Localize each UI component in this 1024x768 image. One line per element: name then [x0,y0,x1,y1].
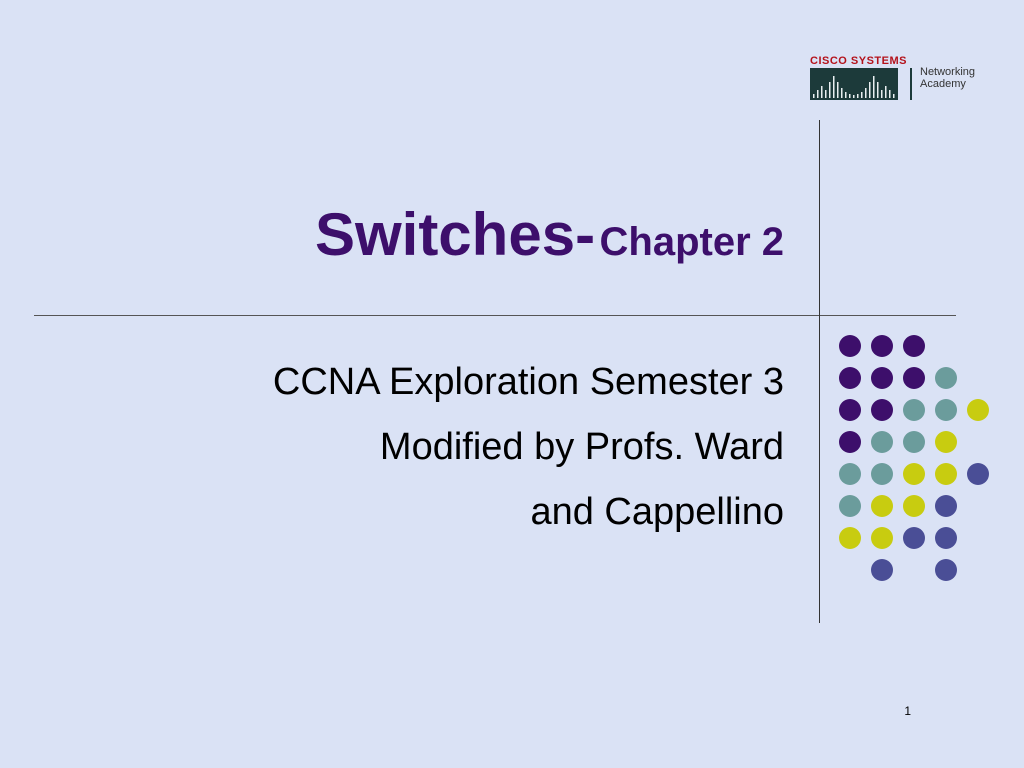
cisco-bridge-icon [810,68,898,100]
dot-teal [903,399,925,421]
dot-purple [839,367,861,389]
dot-yellow [967,399,989,421]
dot-purple [871,399,893,421]
logo-divider [910,68,912,100]
dot-blue [935,495,957,517]
dot-yellow [871,495,893,517]
page-number: 1 [904,704,911,718]
dot-teal [935,399,957,421]
dot-teal [871,463,893,485]
dot-yellow [839,527,861,549]
decorative-dot-grid [839,335,989,581]
dot-yellow [903,463,925,485]
dot-yellow [935,431,957,453]
slide-subtitle: CCNA Exploration Semester 3 Modified by … [273,350,784,545]
dot-teal [935,367,957,389]
dot-purple [839,399,861,421]
title-sub: Chapter 2 [599,220,785,264]
cisco-logo-mark: CISCO SYSTEMS [810,54,907,100]
dot-teal [839,495,861,517]
dot-purple [839,335,861,357]
dot-blue [935,559,957,581]
slide-title: Switches- Chapter 2 [315,205,784,265]
cisco-networking-academy-logo: CISCO SYSTEMS [810,54,990,102]
dot-blue [935,527,957,549]
dot-purple [871,367,893,389]
dot-purple [903,367,925,389]
dot-blue [967,463,989,485]
dot-yellow [903,495,925,517]
horizontal-divider [34,315,956,316]
vertical-divider [819,120,820,623]
dot-blue [903,527,925,549]
cisco-wordmark: CISCO SYSTEMS [810,55,907,67]
subtitle-line-2: Modified by Profs. Ward [379,426,784,468]
academy-line-2: Academy [920,78,966,90]
dot-purple [871,335,893,357]
dot-teal [903,431,925,453]
dot-teal [839,463,861,485]
dot-teal [871,431,893,453]
networking-academy-text: Networking Academy [920,66,975,90]
dot-blue [871,559,893,581]
dot-purple [839,431,861,453]
dot-purple [903,335,925,357]
subtitle-line-1: CCNA Exploration Semester 3 [272,361,784,403]
dot-yellow [871,527,893,549]
subtitle-line-3: and Cappellino [530,491,784,533]
academy-line-1: Networking [920,66,976,78]
dot-yellow [935,463,957,485]
title-main: Switches- [314,201,596,268]
